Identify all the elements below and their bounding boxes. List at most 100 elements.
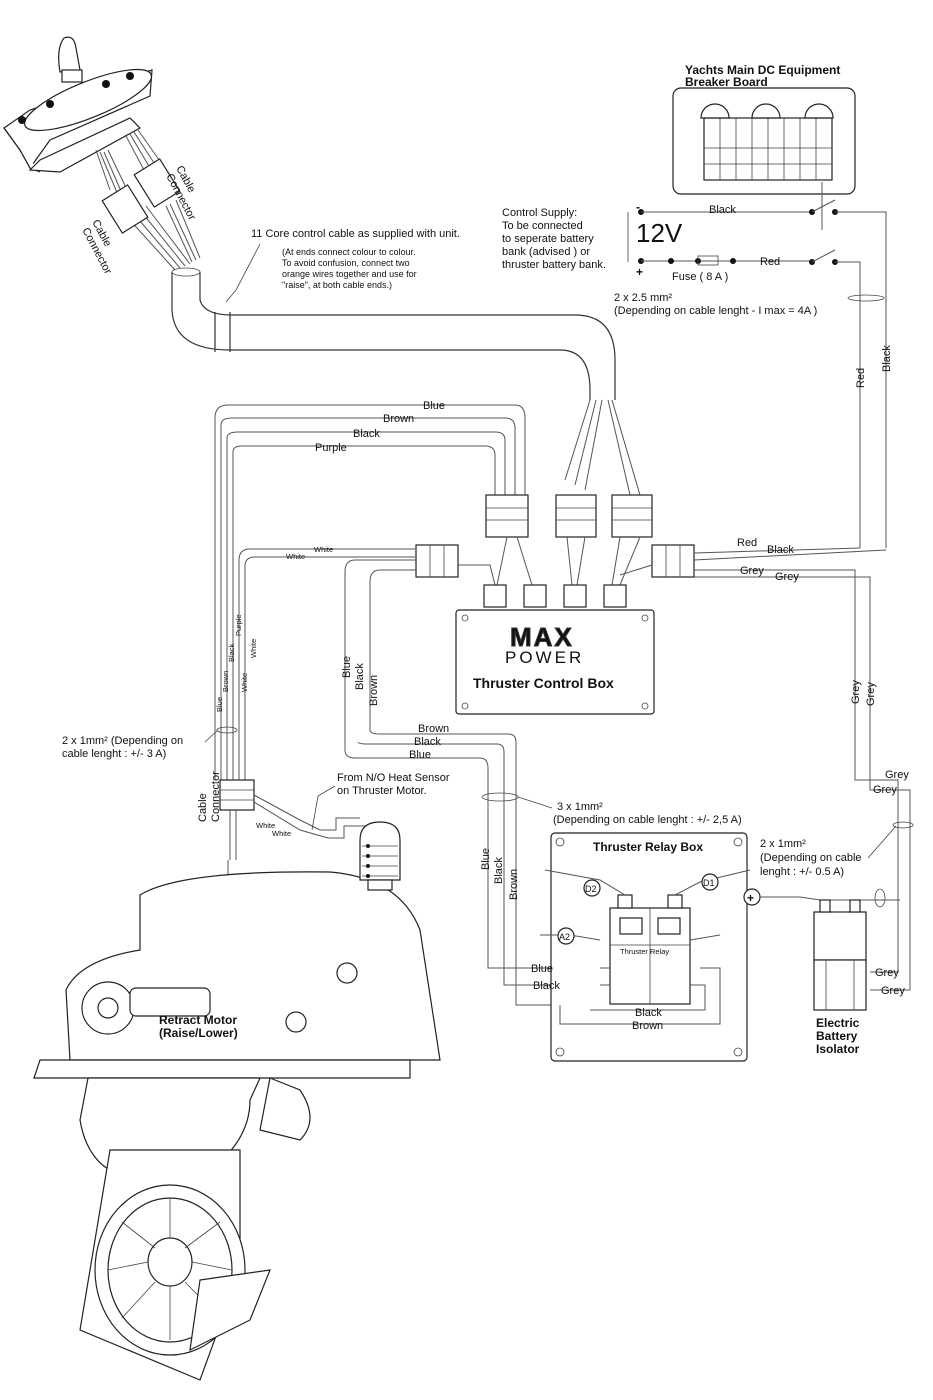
wire-label-red-cb: Red	[737, 537, 757, 549]
supply-minus: -	[636, 200, 640, 214]
wire-label-blue-h: Blue	[409, 749, 431, 761]
isolator-cable-spec-1: 2 x 1mm²	[760, 838, 806, 850]
max-power-logo-top: MAX	[510, 622, 574, 652]
control-supply-line-3: to seperate battery	[502, 233, 594, 245]
wire-label-black-inbox: Black	[533, 980, 560, 992]
wire-label-grey-h2: Grey	[873, 784, 897, 796]
wire-label-grey-h1: Grey	[885, 769, 909, 781]
wire-label-grey-cb-2: Grey	[775, 571, 799, 583]
control-cable-note-4: "raise", at both cable ends.)	[282, 280, 392, 290]
control-cable-title: 11 Core control cable as supplied with u…	[251, 228, 460, 240]
wire-label-blue-top: Blue	[423, 400, 445, 412]
wire-label-brown-bottom: Brown	[632, 1020, 663, 1032]
isolator-cable-spec-2: (Depending on cable	[760, 852, 862, 864]
relay-cable-leader	[517, 796, 553, 809]
heat-sensor-label-1: From N/O Heat Sensor	[337, 772, 450, 784]
relay-cable-tie	[481, 792, 519, 802]
isolator-label-3: Isolator	[816, 1042, 860, 1056]
wire-label-white-sensor-2: White	[272, 829, 291, 838]
battery-isolator	[813, 899, 867, 1011]
grey-wires-isolator	[854, 660, 911, 991]
wire-label-blue-vert: Blue	[215, 697, 224, 712]
control-supply-line-4: bank (advised ) or	[502, 246, 590, 258]
control-box-connectors	[344, 494, 887, 750]
wire-label-white-2: White	[286, 552, 305, 561]
connector-right	[651, 544, 695, 578]
supply-voltage: 12V	[636, 218, 683, 248]
control-supply-line-1: Control Supply:	[502, 207, 577, 219]
retract-motor-label-1: Retract Motor	[159, 1013, 237, 1027]
wire-label-white-1: White	[314, 545, 333, 554]
cable-label-retract: Cable	[197, 793, 209, 822]
wire-label-black-vertical: Black	[881, 345, 893, 372]
relay-plus-terminal: +	[747, 891, 754, 905]
wire-label-red-supply: Red	[760, 256, 780, 268]
thruster-control-box	[455, 609, 655, 715]
cable-connector-right	[133, 158, 181, 208]
wire-label-black-supply: Black	[709, 204, 736, 216]
retract-cable-spec-1: 2 x 1mm² (Depending on	[62, 735, 183, 747]
wire-label-red-vertical: Red	[855, 368, 867, 388]
fuse-label: Fuse ( 8 A )	[672, 271, 728, 283]
relay-terminal-d2: D2	[585, 884, 597, 894]
wire-label-grey-v2: Grey	[865, 682, 877, 706]
wire-label-brown-top: Brown	[383, 413, 414, 425]
supply-cable-note: (Depending on cable lenght - I max = 4A …	[614, 305, 817, 317]
breaker-board	[672, 87, 856, 195]
control-supply-line-5: thruster battery bank.	[502, 259, 606, 271]
wire-label-black-top: Black	[353, 428, 380, 440]
control-cable-note-2: To avoid confusion, connect two	[282, 258, 410, 268]
wire-label-grey-iso-2: Grey	[881, 985, 905, 997]
wire-label-purple-top: Purple	[315, 442, 347, 454]
control-cable-leader	[225, 243, 261, 303]
thruster-relay-box	[540, 832, 761, 1062]
thruster-assembly	[33, 821, 441, 1381]
control-cable-note-3: orange wires together and use for	[282, 269, 417, 279]
wire-label-white-vert-1: White	[240, 673, 249, 692]
relay-terminal-a2: A2	[559, 932, 570, 942]
relay-box-title: Thruster Relay Box	[593, 840, 703, 854]
wire-label-brown-h: Brown	[418, 723, 449, 735]
max-power-logo-bottom: POWER	[505, 648, 584, 667]
retract-motor-label-2: (Raise/Lower)	[159, 1026, 238, 1040]
isolator-label-2: Battery	[816, 1029, 858, 1043]
supply-plus: +	[636, 265, 643, 279]
control-cable	[171, 267, 641, 496]
breaker-board-title-2: Breaker Board	[685, 75, 768, 89]
control-box-title: Thruster Control Box	[473, 675, 614, 691]
wire-label-black-cb2: Black	[354, 663, 366, 690]
wire-label-brown-relay: Brown	[508, 869, 520, 900]
wire-label-black-cb: Black	[767, 544, 794, 556]
wire-label-brown-cb: Brown	[368, 675, 380, 706]
wire-label-blue-inbox: Blue	[531, 963, 553, 975]
joystick-panel	[3, 36, 153, 173]
wire-label-black-vert: Black	[227, 643, 236, 662]
control-cable-note-1: (At ends connect colour to colour.	[282, 247, 416, 257]
connector-label-retract: Connector	[210, 771, 222, 822]
connector-left	[415, 544, 459, 578]
connector-top-2	[555, 494, 597, 538]
relay-terminal-d1: D1	[703, 878, 715, 888]
wire-label-blue-cb: Blue	[341, 656, 353, 678]
control-supply-line-2: To be connected	[502, 220, 583, 232]
wire-label-grey-iso-1: Grey	[875, 967, 899, 979]
wire-label-white-sensor-1: White	[256, 821, 275, 830]
joystick-bundle-wires	[214, 404, 526, 780]
wire-label-white-vert-2: White	[249, 639, 258, 658]
wire-label-black-bottom: Black	[635, 1007, 662, 1019]
relay-feed-wires	[344, 729, 600, 1006]
battery-supply	[627, 182, 887, 548]
isolator-cable-spec-3: lenght : +/- 0.5 A)	[760, 866, 844, 878]
connector-top-3	[611, 494, 653, 538]
retract-cable-spec-2: cable lenght : +/- 3 A)	[62, 748, 166, 760]
relay-unit-label: Thruster Relay	[620, 947, 669, 956]
heat-sensor-label-2: on Thruster Motor.	[337, 785, 427, 797]
relay-cable-spec-1: 3 x 1mm²	[557, 801, 603, 813]
retract-connector	[208, 779, 372, 991]
wire-label-purple-vert: Purple	[234, 614, 243, 636]
wire-label-grey-cb-1: Grey	[740, 565, 764, 577]
wire-label-grey-v1: Grey	[850, 680, 862, 704]
wire-label-brown-vert: Brown	[221, 671, 230, 692]
relay-cable-spec-2: (Depending on cable lenght : +/- 2,5 A)	[553, 814, 742, 826]
